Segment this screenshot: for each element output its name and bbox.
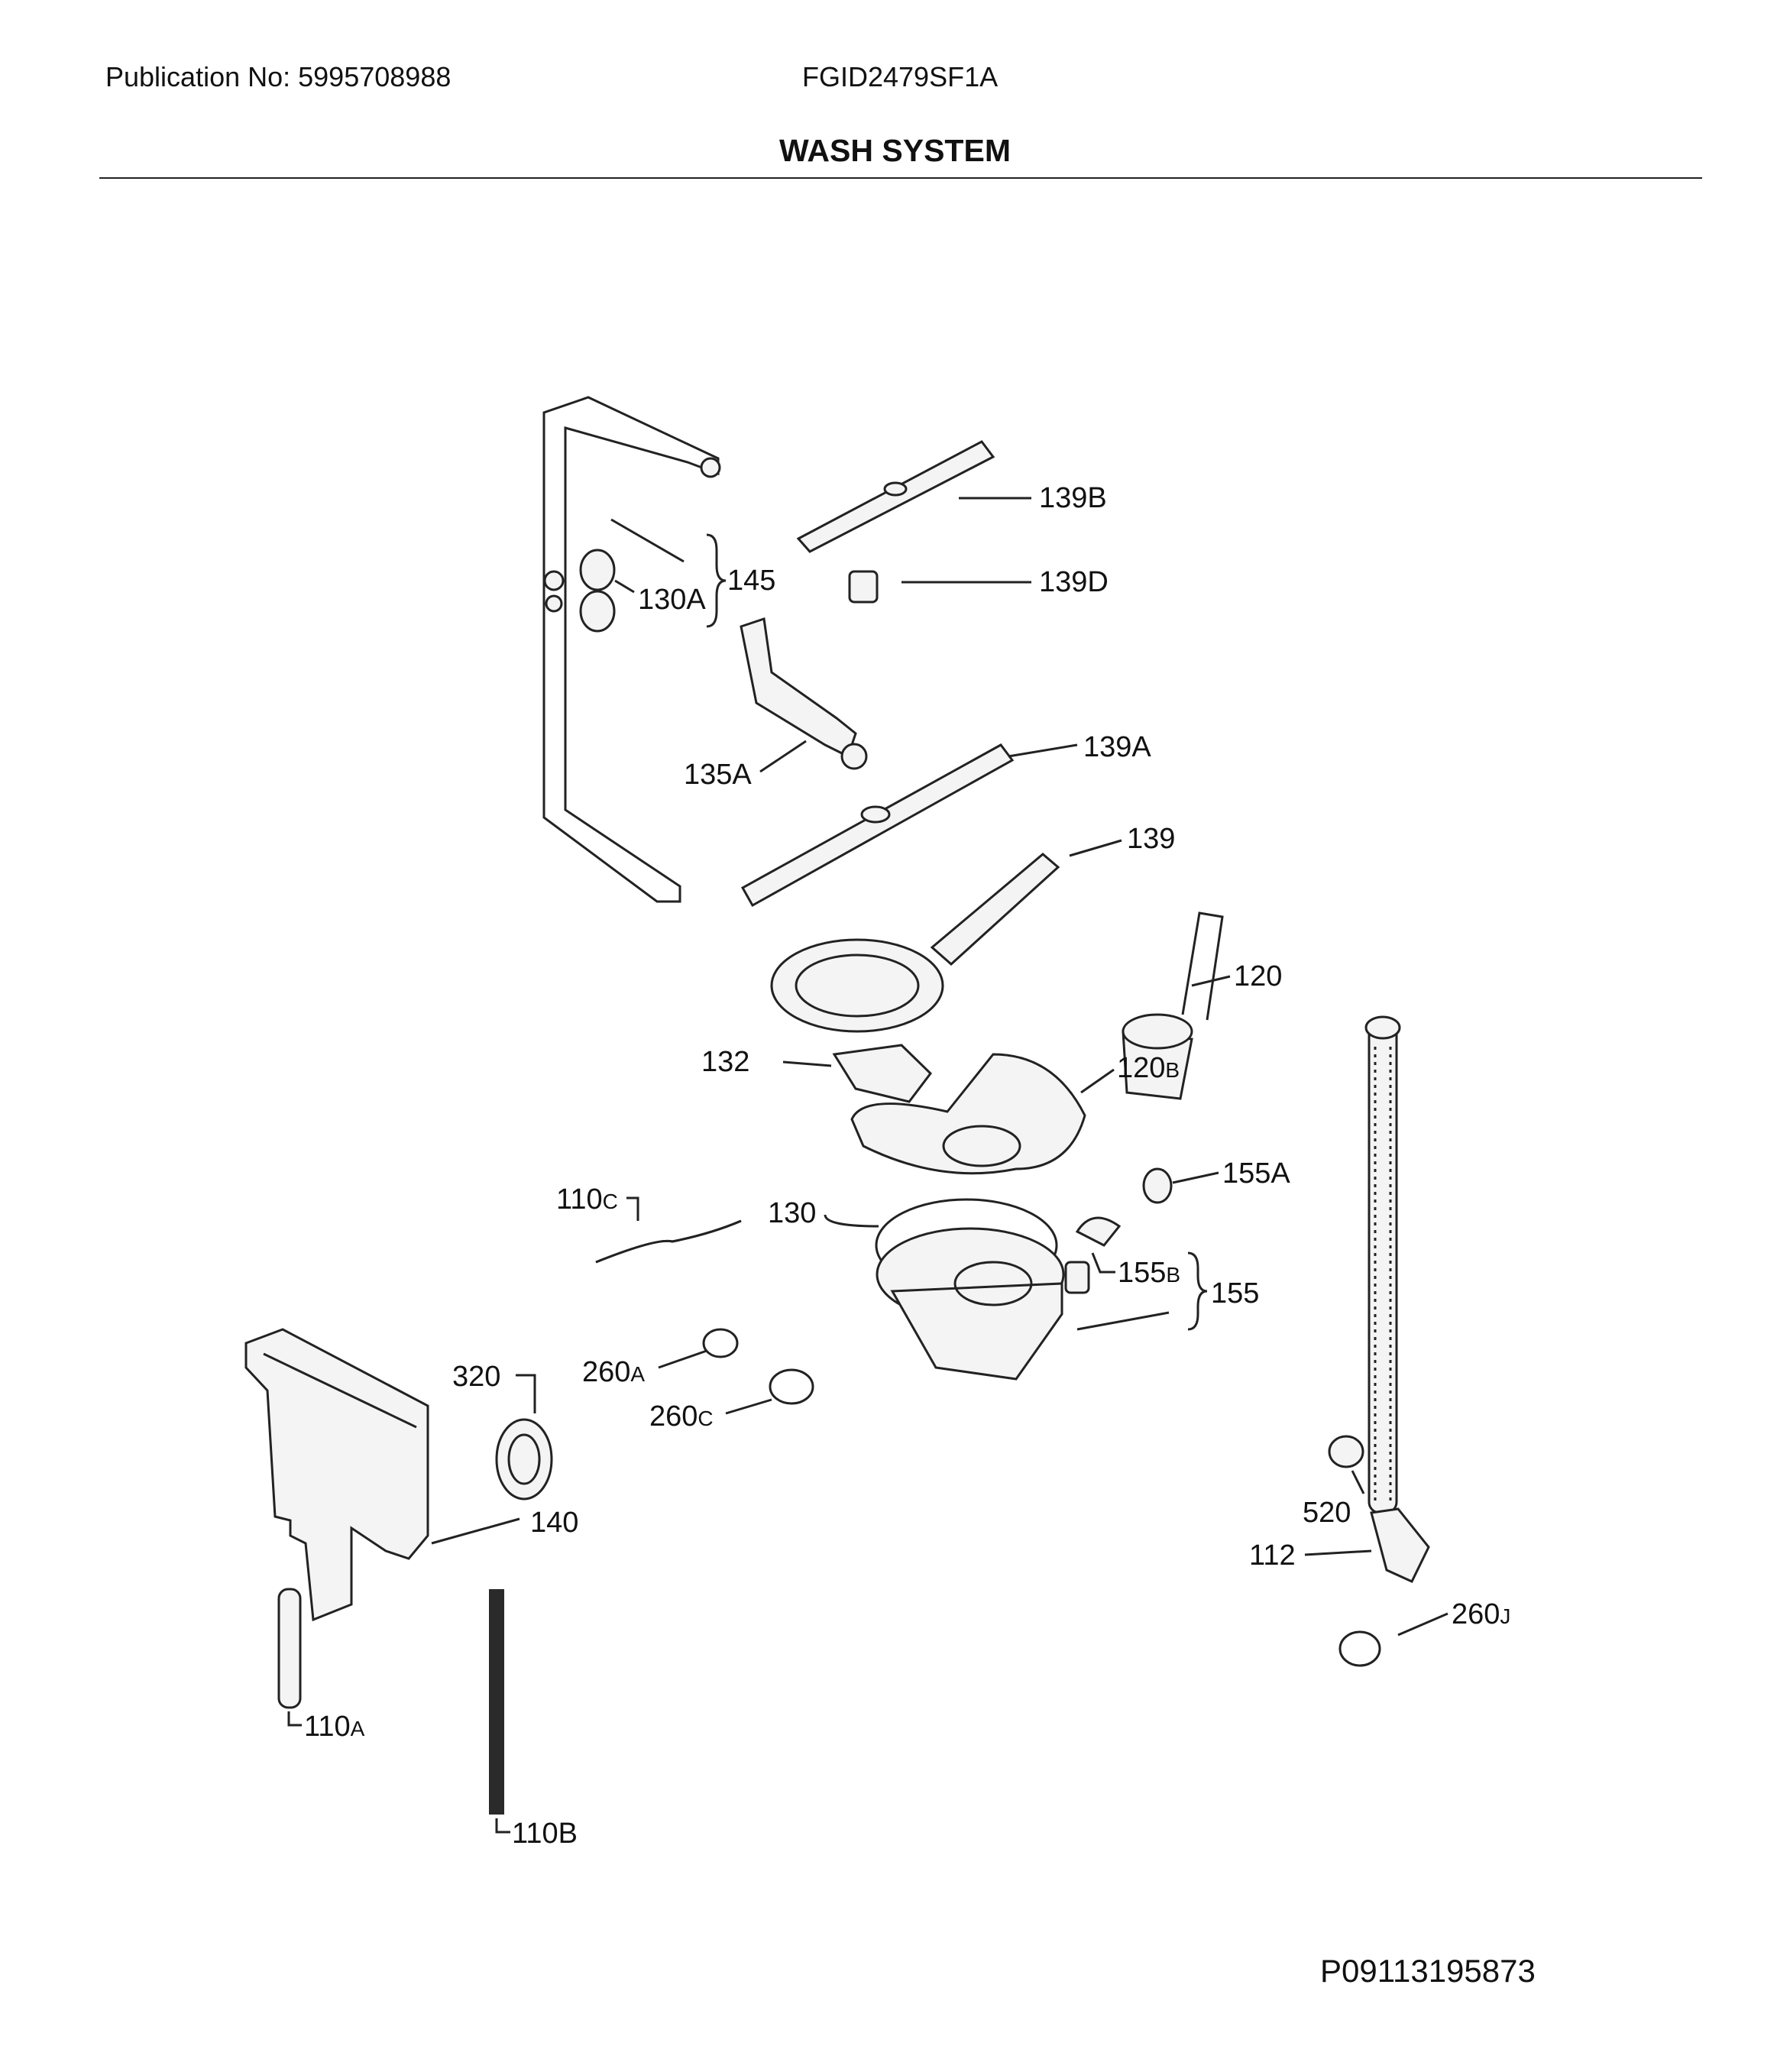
callout-120B: 120B	[1117, 1052, 1180, 1084]
part-110B-heater	[489, 1589, 504, 1815]
part-139B-spray-arm	[796, 440, 995, 553]
part-upper-spray-tube	[542, 396, 721, 903]
part-120B-fine-filter	[850, 1053, 1086, 1175]
callout-145: 145	[727, 565, 775, 597]
part-260A-clamp	[702, 1328, 739, 1358]
callout-120: 120	[1234, 960, 1282, 992]
callout-155B: 155B	[1118, 1257, 1180, 1289]
part-139D-nut	[848, 570, 879, 604]
callout-520: 520	[1303, 1497, 1351, 1529]
callout-112: 112	[1249, 1539, 1296, 1572]
model-number: FGID2479SF1A	[802, 61, 999, 92]
callout-132: 132	[701, 1046, 749, 1078]
callout-155A: 155A	[1222, 1157, 1290, 1190]
part-320-seal	[495, 1418, 553, 1501]
part-260C-clamp	[769, 1368, 814, 1405]
part-130A-nozzles	[579, 549, 616, 633]
callout-260A: 260A	[582, 1356, 645, 1388]
part-520-clip	[1328, 1435, 1364, 1468]
footer-code: P09113195873	[1320, 1953, 1536, 1989]
callout-139: 139	[1127, 823, 1175, 855]
page-title: WASH SYSTEM	[779, 133, 1011, 168]
callout-130: 130	[768, 1197, 816, 1229]
callout-139B: 139B	[1039, 482, 1107, 514]
part-155B-clip	[1075, 1216, 1122, 1247]
callout-110C: 110C	[556, 1183, 618, 1216]
part-110C-hose	[595, 1219, 742, 1264]
part-140-housing	[244, 1328, 429, 1622]
part-139A-spray-arm	[740, 743, 1015, 908]
callout-320: 320	[452, 1361, 500, 1393]
callout-260C: 260C	[649, 1400, 714, 1433]
callout-135A: 135A	[684, 759, 752, 791]
part-sump-housing	[876, 1227, 1090, 1381]
part-132-bracket	[832, 1044, 932, 1103]
callout-110A: 110A	[304, 1711, 365, 1743]
callout-155: 155	[1211, 1277, 1259, 1310]
callout-140: 140	[530, 1507, 578, 1539]
callout-260J: 260J	[1452, 1598, 1510, 1630]
header-divider	[99, 177, 1702, 179]
part-260J-clamp	[1338, 1630, 1381, 1667]
callout-110B: 110B	[512, 1818, 578, 1850]
callout-139D: 139D	[1039, 566, 1109, 598]
part-110A-tube	[277, 1588, 302, 1709]
part-139-spray-arm	[770, 853, 1060, 1033]
callout-130A: 130A	[638, 584, 706, 616]
publication-number: Publication No: 5995708988	[105, 61, 452, 92]
leader-lines	[287, 497, 1449, 1834]
part-112-drain-hose	[1364, 1015, 1430, 1583]
part-155A-fitting	[1142, 1167, 1173, 1204]
part-135A-bracket	[740, 617, 868, 770]
part-120-filter	[1122, 911, 1224, 1100]
callout-139A: 139A	[1083, 731, 1151, 763]
